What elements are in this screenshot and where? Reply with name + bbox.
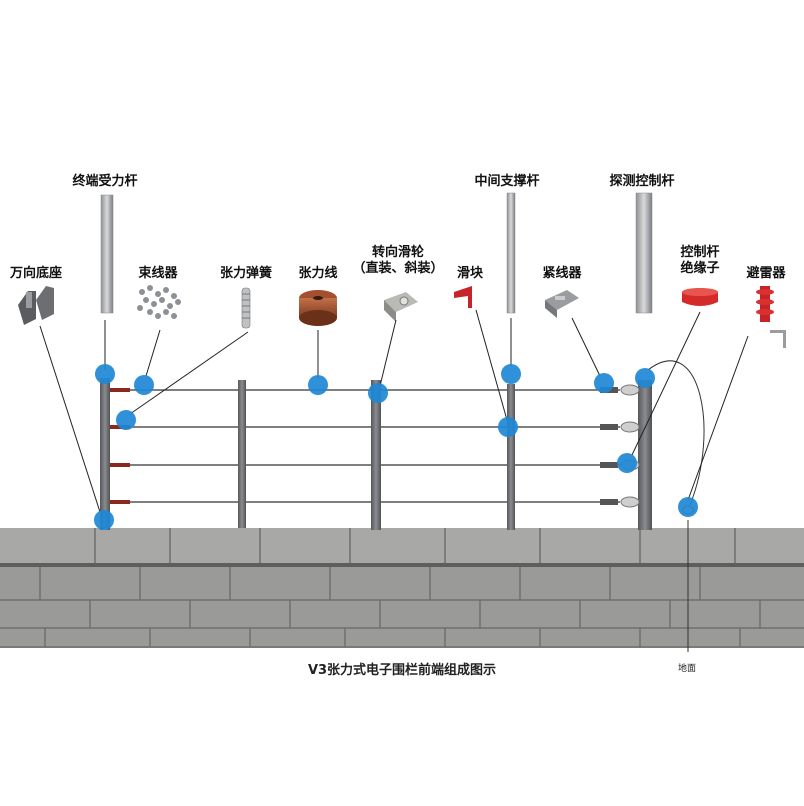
marker-detect-pole [635,368,655,388]
marker-universal-base [94,510,114,530]
label-detect-control-pole: 探测控制杆 [609,174,675,189]
label-mid-support-pole: 中间支撑杆 [474,174,540,189]
label-pulley-line1: 转向滑轮 [371,245,425,260]
label-slider: 滑块 [456,266,484,281]
tension-wire-coil-thumb [299,290,337,326]
control-insulator-thumb [682,288,718,306]
pulley-thumb [384,292,418,322]
tension-spring-thumb [241,287,251,329]
slider-thumb [454,286,472,308]
marker-terminal-pole [95,364,115,384]
marker-control-insulator [617,453,637,473]
label-control-insulator-line2: 绝缘子 [680,261,720,276]
label-tension-wire: 张力线 [298,266,338,281]
marker-wire-tie [134,375,154,395]
detect-control-pole-thumb [635,192,653,314]
marker-mid-pole [501,364,521,384]
label-pulley: 转向滑轮 （直装、斜装） [352,245,443,277]
stone-wall [0,528,804,648]
label-control-insulator: 控制杆 绝缘子 [680,245,719,277]
tightener-thumb [545,290,579,318]
tightener-fittings [600,384,640,508]
label-pulley-line2: （直装、斜装） [352,261,444,276]
pointer-lines [39,309,749,513]
fence-poles [100,378,652,530]
lightning-arrester-thumb [756,286,786,348]
marker-pulley [368,383,388,403]
mid-support-pole-thumb [506,192,516,314]
label-tension-spring: 张力弹簧 [219,266,273,281]
universal-base-thumb [18,286,54,325]
label-wire-tie: 束线器 [138,266,178,281]
terminal-pole-thumb [100,194,114,314]
marker-lightning-arrester [678,497,698,517]
spring-fittings [110,388,130,504]
marker-tension-wire [308,375,328,395]
label-universal-base: 万向底座 [9,266,63,281]
marker-slider [498,417,518,437]
label-tightener: 紧线器 [542,266,582,281]
ground-label: 地面 [678,664,697,674]
tension-wires [120,389,620,503]
label-lightning-arrester: 避雷器 [746,266,786,281]
label-terminal-pole: 终端受力杆 [72,174,138,189]
marker-tightener [594,373,614,393]
marker-tension-spring [116,410,136,430]
label-control-insulator-line1: 控制杆 [680,245,720,260]
marker-dots [94,364,698,530]
wire-tie-thumb [137,285,181,319]
diagram-caption: V3张力式电子围栏前端组成图示 [307,663,497,678]
